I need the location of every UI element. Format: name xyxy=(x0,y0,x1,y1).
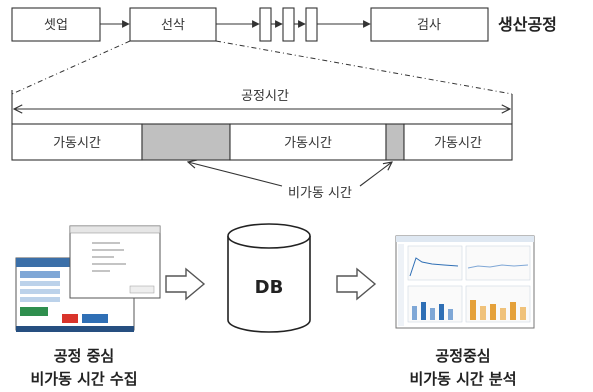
screen-panel xyxy=(20,297,60,302)
dashboard-bar xyxy=(490,304,496,320)
operating-time-label: 가동시간 xyxy=(434,136,482,151)
db-top xyxy=(227,223,311,249)
step-turning-label: 선삭 xyxy=(161,18,185,33)
zoom-guide-line xyxy=(215,40,513,95)
screen-panel xyxy=(20,271,60,278)
dashboard-header xyxy=(396,236,534,242)
dialog-button xyxy=(129,285,155,294)
dashboard-line-chart xyxy=(407,245,463,281)
dashboard-bar xyxy=(470,300,476,320)
operating-time-label: 가동시간 xyxy=(284,136,332,151)
analysis-caption-line2: 비가동 시간 분석 xyxy=(409,370,516,388)
dialog-titlebar xyxy=(69,225,161,234)
non-operating-callout: 비가동 시간 xyxy=(188,162,392,201)
dashboard-line-series xyxy=(409,257,459,277)
step-inspection-label: 검사 xyxy=(417,18,441,33)
intermediate-step-box xyxy=(259,7,272,42)
dashboard-bar xyxy=(480,306,486,320)
intermediate-step-box xyxy=(282,7,295,42)
intermediate-step-box xyxy=(305,7,318,42)
process-time-span: 공정시간 xyxy=(11,89,513,124)
operating-time-label: 가동시간 xyxy=(53,136,101,151)
red-alert-button xyxy=(62,314,78,323)
blue-status-button xyxy=(82,314,108,323)
collection-screens-image xyxy=(15,225,161,332)
dashboard-bar xyxy=(421,302,426,320)
non-operating-segment xyxy=(141,123,231,161)
production-process-title: 생산공정 xyxy=(498,15,557,34)
non-operating-segment xyxy=(385,123,405,161)
dashboard-bar xyxy=(510,302,516,320)
db-label: DB xyxy=(255,277,284,298)
screen-panel xyxy=(20,289,60,294)
dashboard-bar xyxy=(448,309,453,320)
collection-caption-line2: 비가동 시간 수집 xyxy=(30,370,137,388)
callout-arrow xyxy=(359,162,392,187)
screen-footer xyxy=(16,326,134,332)
database-cylinder: DB xyxy=(227,223,311,333)
callout-arrow xyxy=(188,162,283,187)
dashboard-bar xyxy=(500,308,506,320)
step-inspection-box xyxy=(370,7,489,42)
zoom-guide-line xyxy=(11,40,131,95)
step-setup-label: 셋업 xyxy=(44,18,68,33)
dashboard-line-chart xyxy=(465,245,531,281)
dashboard-bar xyxy=(430,308,435,320)
screen-panel xyxy=(20,281,60,286)
hollow-arrow-right xyxy=(165,267,206,301)
timeline-bar: 가동시간 가동시간 가동시간 xyxy=(11,123,513,161)
collection-caption-line1: 공정 중심 xyxy=(54,347,114,365)
dashboard-bar xyxy=(520,307,526,320)
step-turning-box xyxy=(129,7,217,42)
hollow-arrow-right xyxy=(336,267,377,301)
process-time-label: 공정시간 xyxy=(241,89,289,104)
non-operating-time-label: 비가동 시간 xyxy=(288,186,352,201)
analysis-dashboard-image xyxy=(395,235,535,329)
dashboard-bar xyxy=(412,306,417,320)
dashboard-bar xyxy=(439,304,444,320)
dashboard-sidebar xyxy=(398,244,404,326)
analysis-caption-line1: 공정중심 xyxy=(435,347,490,365)
dashboard-line-series xyxy=(467,264,529,269)
dashboard-bar-chart xyxy=(465,285,531,323)
db-body xyxy=(227,236,311,333)
step-setup-box xyxy=(11,7,101,42)
green-status-button xyxy=(20,307,48,316)
operating-segment xyxy=(403,123,513,161)
process-flow: 셋업 선삭 검사 생산공정 xyxy=(11,7,557,42)
